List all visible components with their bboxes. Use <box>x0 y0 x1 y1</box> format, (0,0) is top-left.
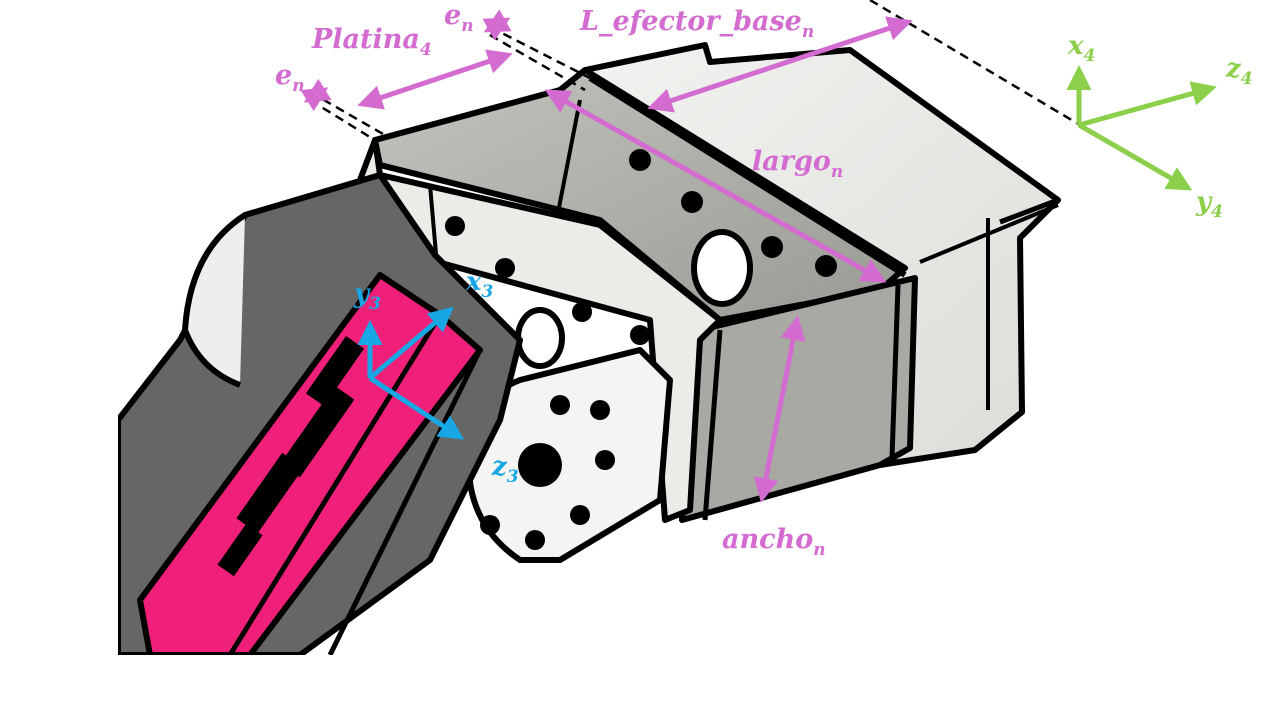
label-l-efector-base: L_efector_basen <box>579 6 814 42</box>
label-e-left: en <box>275 60 305 96</box>
label-y3: y3 <box>353 279 381 314</box>
label-x4: x4 <box>1067 31 1095 66</box>
label-x3: x3 <box>465 267 494 302</box>
label-ancho: anchon <box>722 524 826 560</box>
mechanism-drawing <box>118 42 1061 655</box>
largo-dimension-arrow <box>544 89 887 283</box>
z4-axis <box>1078 81 1217 128</box>
label-largo: largon <box>752 146 843 182</box>
y4-axis <box>1077 122 1193 191</box>
label-platina: Platina4 <box>311 24 432 60</box>
label-y4: y4 <box>1195 187 1223 222</box>
platina-dimension-arrow <box>357 49 513 110</box>
frame-4-axes <box>1066 65 1217 191</box>
frame-3-axes <box>357 306 465 440</box>
e-top-dimension-arrow <box>482 9 512 41</box>
e-left-dimension-arrow <box>300 78 332 112</box>
labels: Platina4 en en L_efector_basen largon an… <box>275 0 1253 560</box>
z3-axis <box>368 375 465 440</box>
dimension-arrows <box>300 9 913 503</box>
x3-axis <box>368 306 454 380</box>
strip-markings <box>217 336 365 577</box>
label-z3: z3 <box>491 452 519 487</box>
label-e-top: en <box>444 0 474 36</box>
label-z4: z4 <box>1225 54 1253 89</box>
ancho-dimension-arrow <box>753 315 806 503</box>
